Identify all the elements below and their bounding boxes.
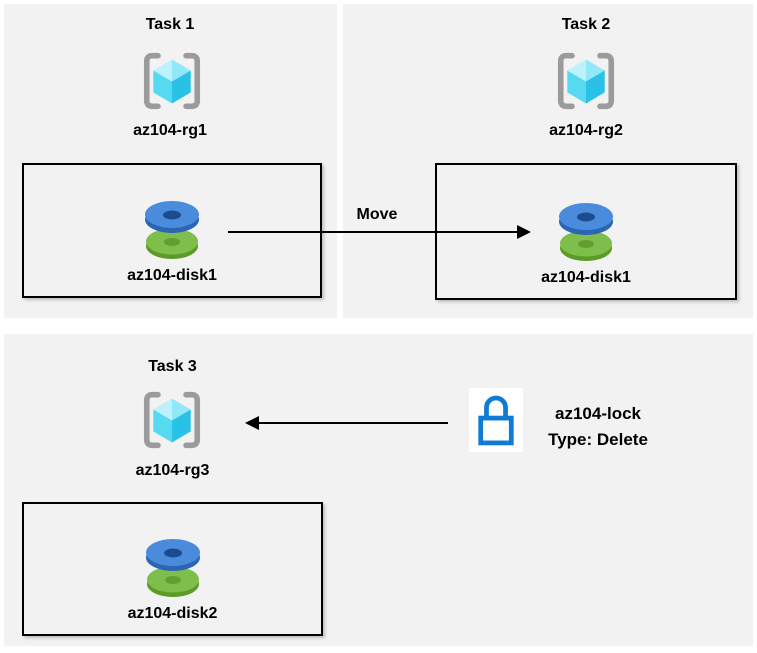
task3-resource-box: az104-disk2 <box>22 502 323 636</box>
task2-resource-group-label: az104-rg2 <box>549 122 623 139</box>
disk-icon <box>557 202 615 262</box>
lock-arrow-line <box>258 422 448 424</box>
resource-group-icon <box>142 52 202 110</box>
move-arrow-line <box>228 231 518 233</box>
task1-title: Task 1 <box>145 16 195 33</box>
lock-type-label: Type: Delete <box>548 430 648 449</box>
disk-icon <box>143 200 201 260</box>
lock-icon <box>469 388 523 452</box>
move-arrowhead-icon <box>517 225 531 239</box>
task3-disk-label: az104-disk2 <box>127 605 218 622</box>
task3-title: Task 3 <box>148 358 197 375</box>
panel-task1 <box>4 4 337 318</box>
task2-title: Task 2 <box>561 16 611 33</box>
lock-name-label: az104-lock <box>555 404 641 423</box>
task1-resource-box: az104-disk1 <box>22 163 322 298</box>
move-arrow-label: Move <box>356 206 398 223</box>
panel-task2 <box>343 4 753 318</box>
panel-task3 <box>4 334 753 646</box>
lock-arrowhead-icon <box>245 416 259 430</box>
lock-caption: az104-lock Type: Delete <box>518 401 678 453</box>
resource-group-icon <box>142 391 202 449</box>
task2-disk-label: az104-disk1 <box>541 269 631 286</box>
resource-group-icon <box>556 52 616 110</box>
task1-disk-label: az104-disk1 <box>127 267 217 284</box>
disk-icon <box>144 538 202 598</box>
task3-resource-group-label: az104-rg3 <box>135 462 210 479</box>
task1-resource-group-label: az104-rg1 <box>133 122 207 139</box>
